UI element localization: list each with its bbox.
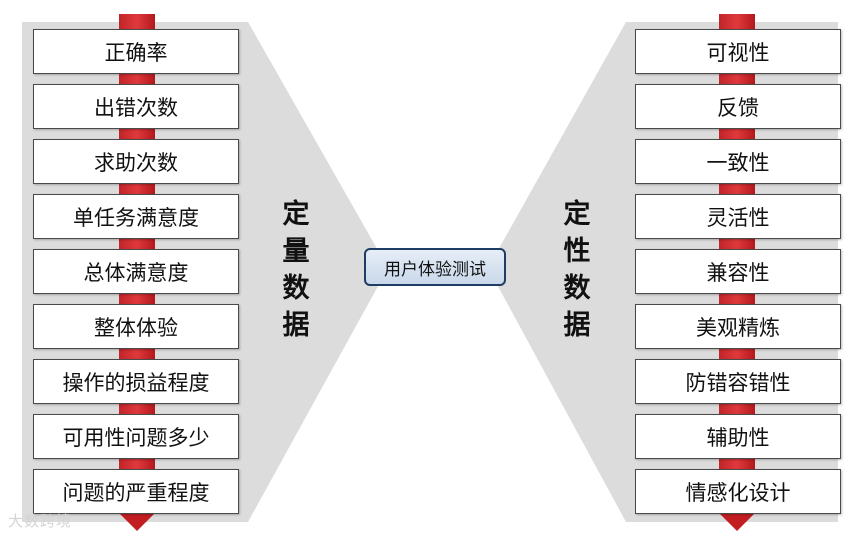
quant-item: 总体满意度 <box>33 249 239 294</box>
qual-item: 反馈 <box>635 84 841 129</box>
quant-item: 操作的损益程度 <box>33 359 239 404</box>
left-arrow-tip <box>119 513 155 531</box>
label-char: 性 <box>563 236 591 267</box>
quant-item: 单任务满意度 <box>33 194 239 239</box>
qual-item: 情感化设计 <box>635 469 841 514</box>
watermark: 大数跨境 <box>8 512 73 530</box>
qual-item: 辅助性 <box>635 414 841 459</box>
qual-item: 兼容性 <box>635 249 841 294</box>
label-char: 定 <box>282 199 310 230</box>
quant-item: 正确率 <box>33 29 239 74</box>
quant-item: 问题的严重程度 <box>33 469 239 514</box>
user-experience-test-node: 用户体验测试 <box>364 248 506 286</box>
label-char: 据 <box>563 310 591 341</box>
quant-item: 出错次数 <box>33 84 239 129</box>
right-arrow-tip <box>719 513 755 531</box>
label-char: 量 <box>282 236 310 267</box>
label-char: 定 <box>563 199 591 230</box>
label-char: 据 <box>282 310 310 341</box>
qualitative-data-label: 定 性 数 据 <box>560 196 594 344</box>
label-char: 数 <box>563 273 591 304</box>
label-char: 数 <box>282 273 310 304</box>
qual-item: 可视性 <box>635 29 841 74</box>
quant-item: 整体体验 <box>33 304 239 349</box>
quant-item: 求助次数 <box>33 139 239 184</box>
qual-item: 美观精炼 <box>635 304 841 349</box>
qual-item: 灵活性 <box>635 194 841 239</box>
qual-item: 一致性 <box>635 139 841 184</box>
qual-item: 防错容错性 <box>635 359 841 404</box>
quant-item: 可用性问题多少 <box>33 414 239 459</box>
quantitative-data-label: 定 量 数 据 <box>279 196 313 344</box>
